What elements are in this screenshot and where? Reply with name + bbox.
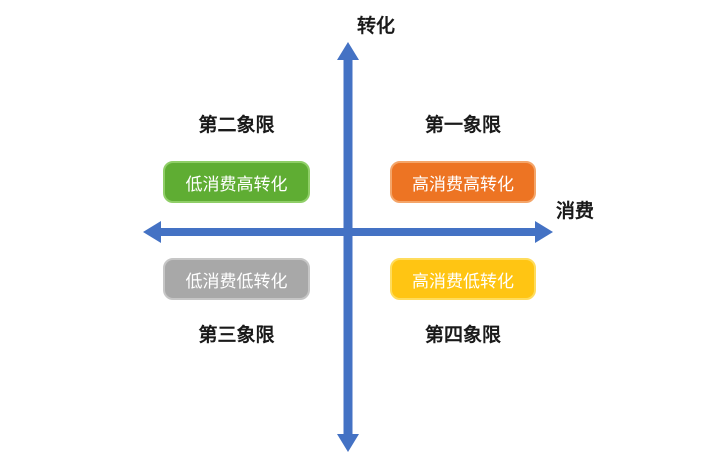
- quadrant-1-title: 第一象限: [424, 114, 501, 136]
- right-arrowhead-icon: [535, 221, 553, 243]
- horizontal-axis-label: 消费: [556, 200, 595, 222]
- quadrant-2-title: 第二象限: [198, 114, 275, 136]
- quadrant-3-box: 低消费低转化: [163, 258, 310, 300]
- quadrant-4-box: 高消费低转化: [390, 258, 536, 300]
- quadrant-4-box-label: 高消费低转化: [412, 271, 514, 292]
- quadrant-3-title: 第三象限: [198, 324, 275, 346]
- quadrant-2-box: 低消费高转化: [163, 161, 310, 203]
- quadrant-3-box-label: 低消费低转化: [185, 271, 288, 292]
- quadrant-2-box-label: 低消费高转化: [185, 174, 288, 195]
- quadrant-1-box-label: 高消费高转化: [412, 174, 514, 195]
- quadrant-4-title: 第四象限: [424, 324, 501, 346]
- top-arrowhead-icon: [337, 42, 359, 60]
- vertical-axis-label: 转化: [357, 15, 396, 37]
- bottom-arrowhead-icon: [337, 434, 359, 452]
- quadrant-1-box: 高消费高转化: [390, 161, 536, 203]
- left-arrowhead-icon: [143, 221, 161, 243]
